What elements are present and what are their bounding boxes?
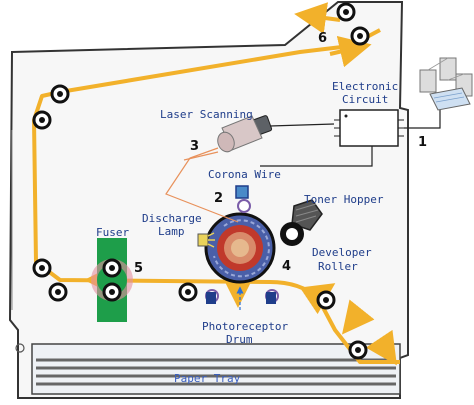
discharge-lamp-label: Lamp [158, 225, 185, 238]
step-number-5: 5 [134, 261, 143, 276]
computer-network-icon [419, 57, 473, 111]
developer-roller-label: Developer [312, 246, 372, 259]
paper-tray-label: Paper Tray [174, 372, 241, 385]
roller-icon [32, 110, 52, 130]
roller-icon [348, 340, 368, 360]
roller-icon [336, 2, 356, 22]
roller-icon [48, 282, 68, 302]
circuit-chip-icon [334, 109, 404, 147]
electronic-circuit-label: Electronic [332, 80, 398, 93]
discharge-lamp-label: Discharge [142, 212, 202, 225]
roller-icon [316, 290, 336, 310]
step-number-4: 4 [282, 259, 291, 274]
fuser-icon [97, 238, 127, 322]
roller-icon [350, 26, 370, 46]
direction-arrow-icon [365, 329, 397, 366]
roller-icon [102, 258, 122, 278]
laser-scanning-label: Laser Scanning [160, 108, 253, 121]
corona-wire-label: Corona Wire [208, 168, 281, 181]
direction-arrow-icon [294, 2, 341, 34]
step-number-2: 2 [214, 191, 223, 206]
direction-arrow-icon [329, 36, 372, 68]
roller-icon [50, 84, 70, 104]
laser-unit-icon [217, 115, 273, 153]
developer-roller-icon [280, 222, 304, 246]
toner-hopper-icon [291, 199, 323, 231]
paper-tray [31, 343, 401, 395]
electronic-circuit-label: Circuit [342, 93, 388, 106]
corona-wire-icon [235, 185, 249, 199]
laser-beam [165, 147, 239, 223]
photoreceptor-drum-label: Drum [226, 333, 253, 346]
roller-icon [32, 258, 52, 278]
developer-roller-label: Roller [318, 260, 358, 273]
fuser-label: Fuser [96, 226, 129, 239]
step-number-3: 3 [190, 139, 199, 154]
roller-icon [102, 282, 122, 302]
step-number-6: 6 [318, 31, 327, 46]
photoreceptor-drum-label: Photoreceptor [202, 320, 288, 333]
direction-arrow-icon [342, 299, 375, 335]
roller-icon [178, 282, 198, 302]
discharge-lamp-icon [197, 232, 215, 248]
drum-icon [204, 212, 276, 284]
step-number-1: 1 [418, 135, 427, 150]
toner-hopper-label: Toner Hopper [304, 193, 384, 206]
